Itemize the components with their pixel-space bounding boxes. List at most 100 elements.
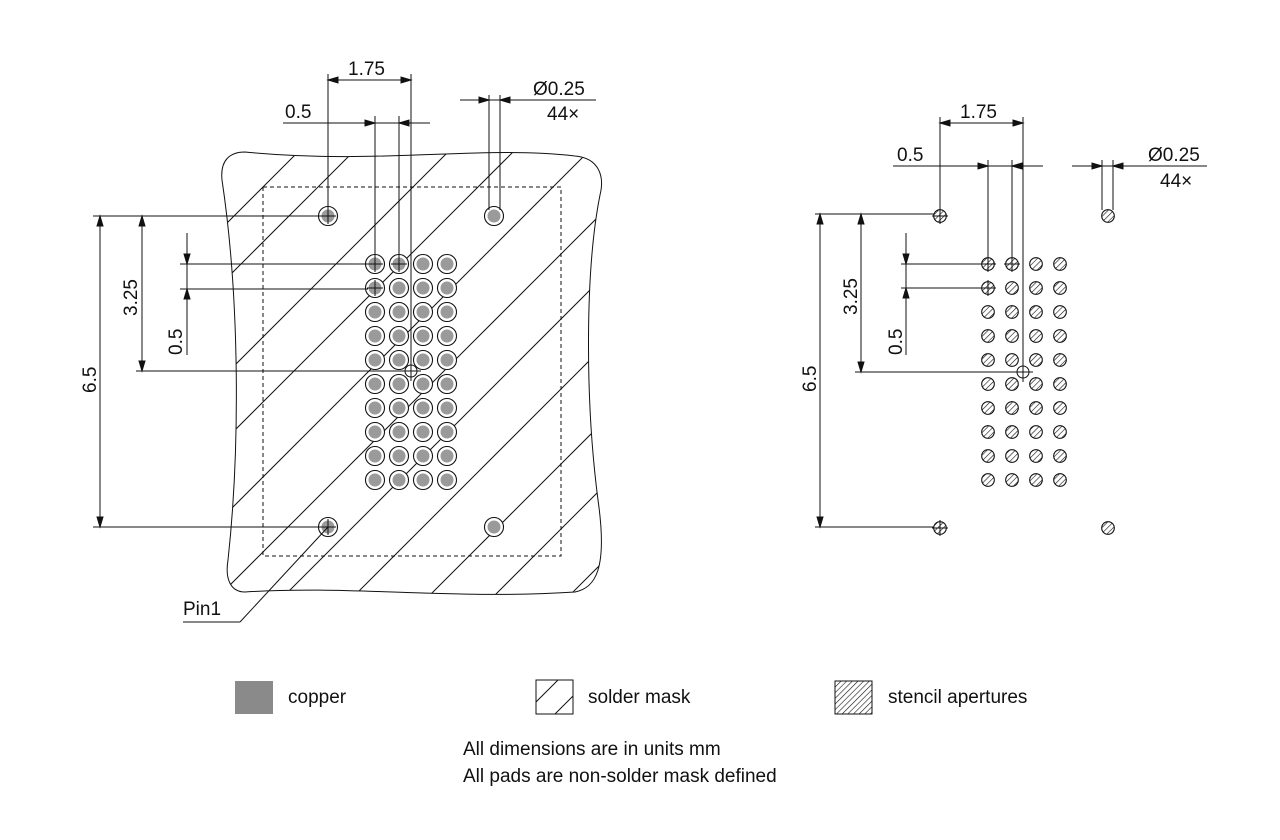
dim-height-6-5-label: 6.5 xyxy=(80,367,101,393)
copper-pad xyxy=(440,473,454,487)
stencil-aperture xyxy=(981,401,995,415)
stencil-aperture xyxy=(1053,449,1067,463)
hatch-line xyxy=(221,152,416,595)
copper-pad xyxy=(416,353,430,367)
stencil-aperture xyxy=(1029,257,1043,271)
copper-pad xyxy=(416,401,430,415)
copper-pad xyxy=(392,281,406,295)
dim-pitch-1-75-right-label: 1.75 xyxy=(960,102,997,123)
dim-diameter-right-label: Ø0.25 xyxy=(1148,145,1200,166)
dim-height-3-25-right xyxy=(855,212,1016,374)
copper-pad xyxy=(487,520,501,534)
stencil-aperture xyxy=(1029,353,1043,367)
copper-pad xyxy=(416,329,430,343)
dim-diameter-right xyxy=(1072,160,1207,210)
note-units: All dimensions are in units mm xyxy=(463,739,721,760)
legend-stencil-label: stencil apertures xyxy=(888,687,1027,708)
stencil-aperture xyxy=(1053,353,1067,367)
stencil-aperture xyxy=(981,425,995,439)
stencil-aperture xyxy=(1029,281,1043,295)
copper-pad xyxy=(368,401,382,415)
left-view: 1.75 0.5 Ø0.25 44× 6.5 xyxy=(80,59,602,623)
hatch-line xyxy=(221,152,602,595)
legend: copper solder mask stencil apertures xyxy=(235,679,1027,715)
stencil-aperture xyxy=(1053,329,1067,343)
copper-pad xyxy=(440,353,454,367)
copper-pad xyxy=(440,257,454,271)
stencil-aperture xyxy=(1005,353,1019,367)
dim-pitch-0-5-vertical-label: 0.5 xyxy=(166,329,187,355)
pad-crosshairs xyxy=(320,208,407,535)
copper-pad xyxy=(368,353,382,367)
copper-pad xyxy=(487,209,501,223)
hatch-line xyxy=(464,152,602,595)
stencil-aperture xyxy=(1005,377,1019,391)
copper-pad xyxy=(392,401,406,415)
copper-pad xyxy=(440,329,454,343)
dim-pitch-0-5-top-label: 0.5 xyxy=(285,102,311,123)
copper-pad xyxy=(392,473,406,487)
dim-pitch-0-5-top xyxy=(283,116,430,257)
stencil-aperture xyxy=(981,329,995,343)
stencil-aperture xyxy=(981,353,995,367)
dim-pad-count-right-label: 44× xyxy=(1160,171,1192,192)
hatch-line xyxy=(324,152,602,595)
dim-diameter-label: Ø0.25 xyxy=(533,79,585,100)
copper-pad xyxy=(440,281,454,295)
board-outline xyxy=(221,151,602,595)
copper-pad xyxy=(440,401,454,415)
stencil-aperture xyxy=(981,377,995,391)
stencil-aperture xyxy=(1101,209,1115,223)
stencil-aperture xyxy=(1029,401,1043,415)
copper-pad xyxy=(392,305,406,319)
pin1-label: Pin1 xyxy=(183,599,221,620)
hatch-line xyxy=(249,152,602,595)
hatch-line xyxy=(221,152,602,595)
stencil-aperture xyxy=(1053,305,1067,319)
copper-pad xyxy=(392,353,406,367)
dim-height-3-25-right-label: 3.25 xyxy=(841,278,862,315)
notes: All dimensions are in units mm All pads … xyxy=(463,736,777,790)
right-view: 1.75 0.5 Ø0.25 44× 6.5 xyxy=(800,102,1207,536)
hatch-line xyxy=(221,152,511,595)
hatch-line xyxy=(221,152,602,595)
dim-height-6-5 xyxy=(93,214,322,529)
dim-pitch-1-75 xyxy=(326,74,413,364)
origin-marker-right xyxy=(1013,362,1033,382)
hatch-line xyxy=(221,152,566,595)
legend-solder-mask-label: solder mask xyxy=(588,687,691,708)
stencil-aperture xyxy=(1005,473,1019,487)
stencil-aperture-grid xyxy=(933,209,1115,535)
hatch-line xyxy=(221,152,602,595)
copper-pad xyxy=(440,425,454,439)
hatch-line xyxy=(389,152,602,595)
stencil-aperture xyxy=(1029,449,1043,463)
copper-pad xyxy=(368,449,382,463)
dim-height-6-5-right-label: 6.5 xyxy=(800,366,821,392)
stencil-aperture xyxy=(1005,449,1019,463)
dim-diameter xyxy=(460,95,596,210)
copper-pad xyxy=(440,305,454,319)
stencil-aperture xyxy=(1053,377,1067,391)
stencil-aperture xyxy=(981,473,995,487)
copper-pad xyxy=(368,305,382,319)
stencil-aperture xyxy=(981,305,995,319)
dim-pitch-1-75-label: 1.75 xyxy=(348,59,385,80)
stencil-aperture xyxy=(1005,305,1019,319)
dim-height-3-25-label: 3.25 xyxy=(121,279,142,316)
dim-pitch-0-5-top-right xyxy=(893,160,1043,258)
copper-pad xyxy=(416,473,430,487)
dim-pitch-0-5-vertical-right xyxy=(901,233,982,355)
copper-pad xyxy=(416,257,430,271)
dim-pitch-1-75-right xyxy=(938,117,1025,365)
copper-pad xyxy=(368,377,382,391)
stencil-aperture xyxy=(1101,521,1115,535)
pin1-leader xyxy=(183,526,329,623)
stencil-aperture xyxy=(1029,329,1043,343)
legend-copper-swatch xyxy=(235,681,273,714)
stencil-aperture xyxy=(1053,425,1067,439)
stencil-aperture xyxy=(1005,425,1019,439)
copper-pad xyxy=(368,473,382,487)
copper-pad xyxy=(440,449,454,463)
